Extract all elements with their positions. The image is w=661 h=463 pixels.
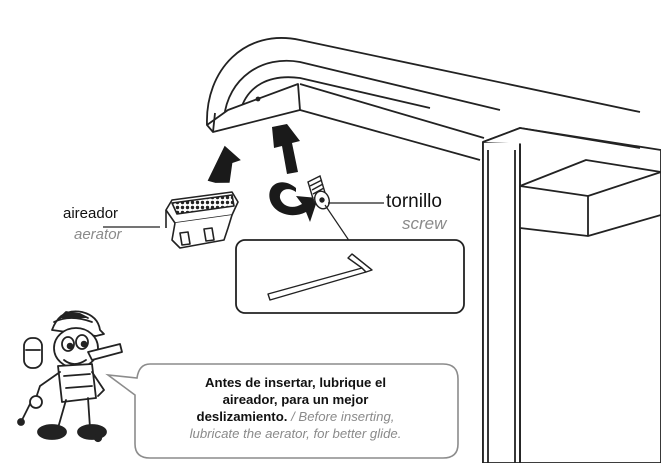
mascot-plumber-icon	[17, 310, 123, 443]
hex-key-icon	[267, 253, 373, 301]
side-block	[519, 159, 661, 237]
screw-label-es: tornillo	[386, 191, 442, 212]
callout-line-2: aireador, para un mejor	[222, 392, 369, 407]
up-arrow-icon	[207, 124, 300, 183]
faucet-spout	[206, 37, 641, 161]
callout-line-4: lubricate the aerator, for better glide.	[189, 426, 402, 441]
spout-screw-hole	[255, 96, 261, 102]
callout-line-3-bold: deslizamiento.	[196, 409, 288, 424]
callout-line-1: Antes de insertar, lubrique el	[204, 375, 386, 390]
callout-bubble	[105, 363, 459, 459]
callout-text: Antes de insertar, lubrique el aireador,…	[133, 374, 458, 442]
screw-part	[307, 175, 330, 210]
faucet-body	[482, 127, 661, 463]
callout-line-3: deslizamiento. / Before inserting,	[133, 408, 458, 425]
rotate-arrow-icon	[269, 182, 318, 222]
callout-line-3-en: / Before inserting,	[287, 409, 395, 424]
aerator-label-en: aerator	[74, 226, 122, 243]
screw-label-en: screw	[402, 214, 447, 233]
aerator-part	[165, 191, 239, 249]
screw-to-key-line	[324, 204, 351, 243]
aerator-label-es: aireador	[63, 205, 119, 222]
